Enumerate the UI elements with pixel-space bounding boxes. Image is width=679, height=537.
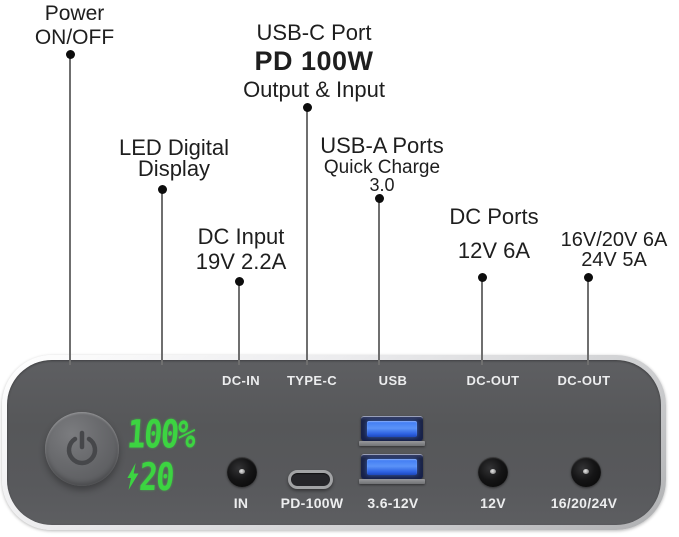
port-value-12v: 12V (480, 495, 506, 511)
callout-text: Power (44, 2, 105, 25)
usb-a-port-lip (359, 441, 425, 446)
port-label-type-c: TYPE-C (286, 373, 338, 388)
leader-line-usb-c (306, 107, 308, 365)
leader-line-dc-out-hv (587, 277, 589, 365)
callout-dc-out-high-voltage: 16V/20V 6A 24V 5A (548, 230, 679, 270)
callout-text: 12V 6A (457, 237, 531, 263)
callout-text: 3.0 (369, 175, 395, 195)
dc-in-jack (227, 457, 257, 487)
jack-pin (239, 469, 245, 474)
dc-out-hv-jack (571, 457, 601, 487)
charge-value-readout: 20 (137, 455, 175, 499)
callout-text: LED Digital (118, 135, 230, 160)
callout-text: PD 100W (254, 46, 374, 76)
leader-line-led (161, 189, 163, 365)
callout-usb-c-port: USB-C Port PD 100W Output & Input (234, 19, 394, 103)
power-icon (66, 430, 98, 466)
lightning-bolt-icon (127, 463, 139, 490)
callout-text: USB-C Port (256, 20, 372, 45)
usb-a-tongue (367, 459, 417, 475)
leader-dot-led (157, 184, 167, 194)
usb-c-port (288, 470, 333, 489)
callout-text: 19V 2.2A (195, 249, 287, 274)
callout-text: DC Input (197, 224, 285, 249)
usb-a-port-lip (359, 479, 425, 484)
port-value-usb-voltage: 3.6-12V (367, 495, 419, 511)
callout-text: Output & Input (243, 77, 385, 102)
callout-text: 24V 5A (581, 249, 647, 271)
callout-power-on-off: Power ON/OFF (15, 2, 134, 50)
port-value-16-20-24v: 16/20/24V (550, 495, 618, 511)
jack-pin (583, 469, 589, 474)
leader-line-dc-out-12v (481, 277, 483, 365)
port-value-in: IN (233, 495, 249, 511)
callout-usb-a-ports: USB-A Ports Quick Charge 3.0 (312, 133, 452, 194)
jack-pin (490, 469, 496, 474)
usb-a-port-2 (361, 454, 423, 479)
power-bank-device (2, 355, 666, 530)
port-label-dc-out-2: DC-OUT (557, 373, 611, 388)
port-label-dc-in: DC-IN (221, 373, 261, 388)
leader-dot-usb-a (374, 193, 384, 203)
callout-text: ON/OFF (34, 26, 115, 49)
callout-text: Display (137, 156, 211, 181)
leader-line-dc-input (238, 281, 240, 365)
callout-dc-ports: DC Ports 12V 6A (434, 204, 554, 263)
callout-dc-input: DC Input 19V 2.2A (181, 224, 301, 274)
power-button (45, 412, 119, 486)
callout-text: Quick Charge (323, 157, 441, 178)
leader-dot-dc-out-hv (583, 272, 593, 282)
battery-percent-readout: 100% (125, 412, 196, 457)
leader-line-usb-a (378, 198, 380, 365)
usb-a-port-1 (361, 416, 423, 441)
led-digital-display: 100% 20 (125, 412, 229, 499)
callout-text: USB-A Ports (320, 133, 444, 158)
port-value-pd-100w: PD-100W (280, 495, 344, 511)
callout-text: 16V/20V 6A (560, 229, 668, 251)
leader-dot-usb-c (302, 102, 312, 112)
dc-out-12v-jack (478, 457, 508, 487)
leader-dot-dc-input (234, 276, 244, 286)
leader-dot-dc-out-12v (477, 272, 487, 282)
callout-text: DC Ports (449, 204, 539, 229)
port-label-usb: USB (378, 373, 408, 388)
leader-dot-power (65, 49, 75, 59)
callout-led-display: LED Digital Display (115, 135, 233, 181)
port-label-dc-out-1: DC-OUT (466, 373, 520, 388)
leader-line-power (69, 54, 71, 365)
usb-a-tongue (367, 421, 417, 437)
